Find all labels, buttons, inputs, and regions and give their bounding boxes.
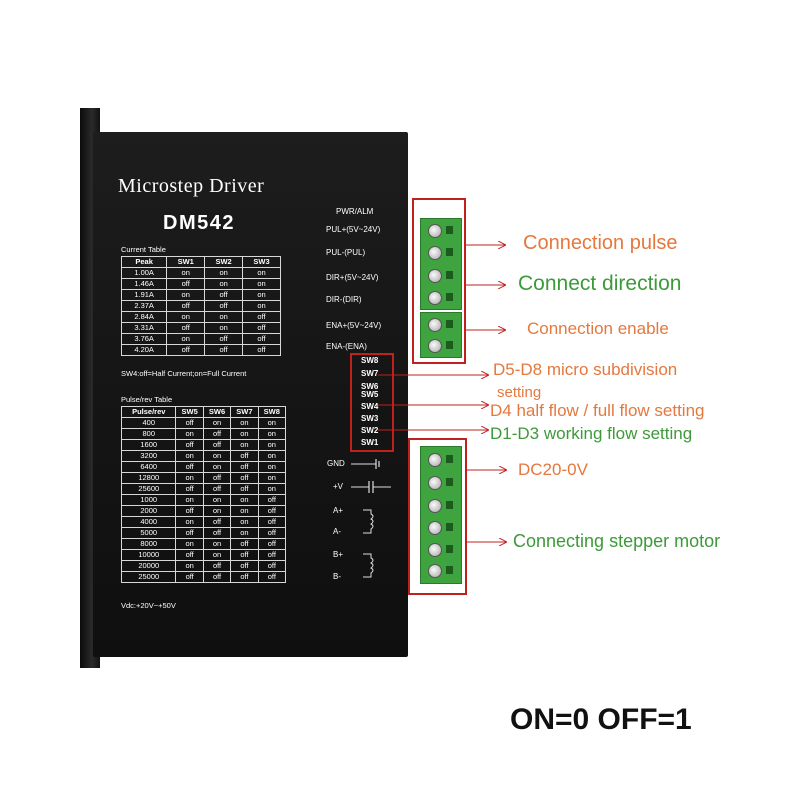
dir-minus-label: DIR-(DIR) — [326, 295, 362, 304]
sw8-label: SW8 — [361, 356, 379, 365]
table-cell: 4.20A — [120, 344, 168, 356]
vplus-label: +V — [333, 482, 344, 491]
ena-minus-label: ENA-(ENA) — [326, 342, 367, 351]
table-cell: off — [242, 344, 281, 356]
sw5-label: SW5 — [361, 390, 379, 399]
annotation-pulse: Connection pulse — [523, 232, 678, 254]
ena-plus-label: ENA+(5V~24V) — [326, 321, 382, 330]
b-minus-label: B- — [333, 572, 341, 581]
switch-highlight-box — [350, 353, 394, 452]
signal-terminal-block-upper — [420, 218, 462, 310]
sw6-label: SW6 — [361, 382, 379, 391]
table-cell: off — [257, 571, 287, 583]
terminal-screw — [428, 543, 442, 557]
stepper-driver: Microstep Driver DM542 Current Table Pea… — [93, 132, 408, 657]
annotation-power: DC20-0V — [518, 460, 588, 479]
annotation-motor: Connecting stepper motor — [513, 531, 721, 551]
a-minus-label: A- — [333, 527, 341, 536]
signal-terminal-block-enable — [420, 312, 462, 358]
table-cell: off — [166, 300, 206, 312]
sw3-label: SW3 — [361, 414, 379, 423]
terminal-screw — [428, 318, 442, 332]
pwr-alm-label: PWR/ALM — [336, 207, 374, 216]
signal-highlight-box — [412, 198, 466, 364]
motor-highlight-box — [408, 438, 467, 595]
gnd-label: GND — [327, 459, 345, 468]
table-cell: off — [166, 322, 206, 334]
b-plus-label: B+ — [333, 550, 344, 559]
table-cell: off — [166, 344, 206, 356]
current-table-title: Current Table — [121, 245, 166, 254]
terminal-screw — [428, 564, 442, 578]
terminal-screw — [428, 339, 442, 353]
sw1-label: SW1 — [361, 438, 379, 447]
power-motor-terminal-block — [420, 446, 462, 584]
table-cell: off — [202, 571, 232, 583]
annotation-half-flow: D4 half flow / full flow setting — [490, 401, 705, 420]
current-table-note: SW4:off=Half Current;on=Full Current — [121, 369, 247, 378]
terminal-screw — [428, 291, 442, 305]
terminal-screw — [428, 269, 442, 283]
terminal-screw — [428, 224, 442, 238]
wiring-symbols — [351, 459, 391, 578]
dir-plus-label: DIR+(5V~24V) — [326, 273, 379, 282]
annotation-direction: Connect direction — [518, 272, 682, 295]
pulse-table-title: Pulse/rev Table — [121, 395, 173, 404]
terminal-screw — [428, 246, 442, 260]
terminal-screw — [428, 453, 442, 467]
sw2-label: SW2 — [361, 426, 379, 435]
terminal-screw — [428, 476, 442, 490]
pul-minus-label: PUL-(PUL) — [326, 248, 366, 257]
on-off-legend: ON=0 OFF=1 — [510, 703, 692, 736]
vdc-label: Vdc:+20V~+50V — [121, 601, 176, 610]
sw4-label: SW4 — [361, 402, 379, 411]
terminal-screw — [428, 499, 442, 513]
driver-brand: Microstep Driver — [118, 175, 265, 197]
terminal-screw — [428, 521, 442, 535]
annotation-micro-line1: D5-D8 micro subdivision — [493, 360, 678, 379]
table-cell: off — [204, 344, 244, 356]
a-plus-label: A+ — [333, 506, 344, 515]
driver-model: DM542 — [163, 212, 235, 234]
annotation-micro-line2: setting — [497, 384, 542, 401]
sw7-label: SW7 — [361, 369, 379, 378]
pul-plus-label: PUL+(5V~24V) — [326, 225, 381, 234]
annotation-working-flow: D1-D3 working flow setting — [490, 424, 693, 443]
annotation-enable: Connection enable — [527, 319, 669, 338]
